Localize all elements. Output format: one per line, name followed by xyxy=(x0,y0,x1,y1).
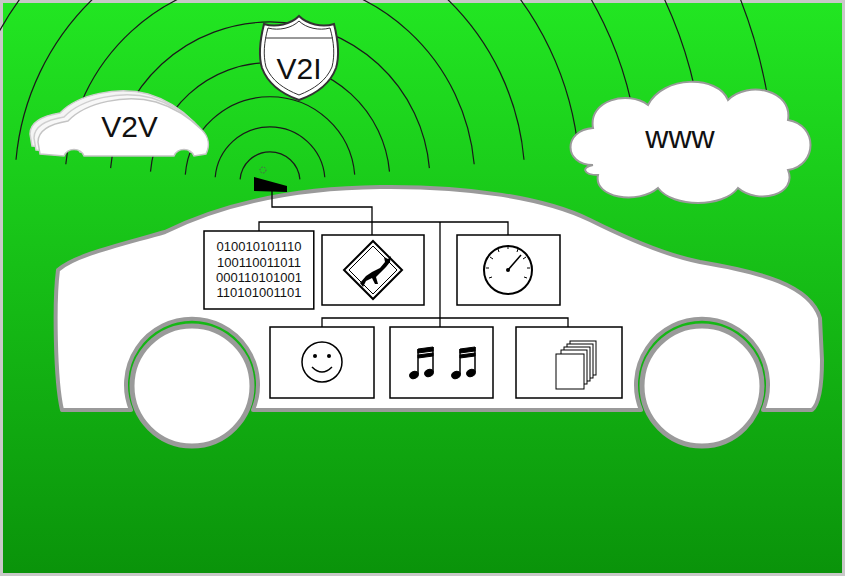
note-beam xyxy=(418,353,433,358)
note-beam xyxy=(418,347,433,353)
document-page xyxy=(556,354,584,389)
text-group: 010010101110 100110011011 000110101001 1… xyxy=(216,239,302,301)
bus-wire xyxy=(272,191,372,235)
v2i-road-sign: V2I xyxy=(256,10,342,102)
deer-warning-sign xyxy=(344,241,402,299)
node-label: www xyxy=(645,119,714,156)
binary-data-box: 010010101110 100110011011 000110101001 1… xyxy=(204,231,314,309)
face-smile xyxy=(312,367,332,372)
node-label: V2V xyxy=(101,110,158,145)
radio-waves xyxy=(0,0,773,179)
v2v-shape xyxy=(38,99,208,156)
bus-wire xyxy=(439,318,440,327)
text-group: www xyxy=(645,119,714,156)
speedometer-box xyxy=(457,235,560,305)
binary-data-text: 010010101110 100110011011 000110101001 1… xyxy=(216,239,302,301)
gauge-needle xyxy=(508,255,521,270)
radio-wave xyxy=(240,152,300,180)
box-shape xyxy=(204,231,314,309)
note-beam xyxy=(460,347,475,353)
antenna-tip xyxy=(260,167,266,173)
document-stack xyxy=(556,341,596,389)
radio-wave xyxy=(16,0,524,160)
speedometer xyxy=(484,246,532,294)
sign-inner-diamond xyxy=(349,246,397,294)
smiley-box xyxy=(270,327,374,398)
www-cloud: www xyxy=(553,70,823,208)
radio-wave xyxy=(185,97,354,175)
cloud-shape xyxy=(571,82,811,203)
node-label: V2I xyxy=(276,52,321,87)
documents-box xyxy=(516,327,622,398)
radio-wave xyxy=(0,0,579,155)
shield-shape xyxy=(264,21,333,95)
text-group: V2V xyxy=(101,110,158,145)
note-beam xyxy=(460,353,475,358)
face-eye xyxy=(313,354,317,358)
face-outline xyxy=(302,342,342,382)
deer-silhouette xyxy=(360,256,391,287)
sign-diamond xyxy=(344,241,402,299)
v2v-vehicles: V2V xyxy=(26,78,211,164)
text-group: V2I xyxy=(276,52,321,87)
bus-wire xyxy=(439,222,440,318)
car-wheel xyxy=(132,326,252,446)
gauge-dial xyxy=(484,246,532,294)
bus-wire xyxy=(322,318,568,327)
gauge-hub xyxy=(506,268,510,272)
gauge-ticks xyxy=(486,246,530,278)
music-box xyxy=(390,327,493,398)
warning-sign-box xyxy=(322,235,424,305)
car-wheel xyxy=(642,326,762,446)
antenna xyxy=(254,177,287,192)
smiley-face xyxy=(302,342,342,382)
shield-shape xyxy=(260,16,338,100)
module-boxes xyxy=(270,235,622,398)
shield-shape xyxy=(265,38,333,39)
face-eye xyxy=(327,354,331,358)
radio-wave xyxy=(215,127,325,177)
radio-wave xyxy=(66,0,474,164)
music-notes xyxy=(409,347,477,380)
